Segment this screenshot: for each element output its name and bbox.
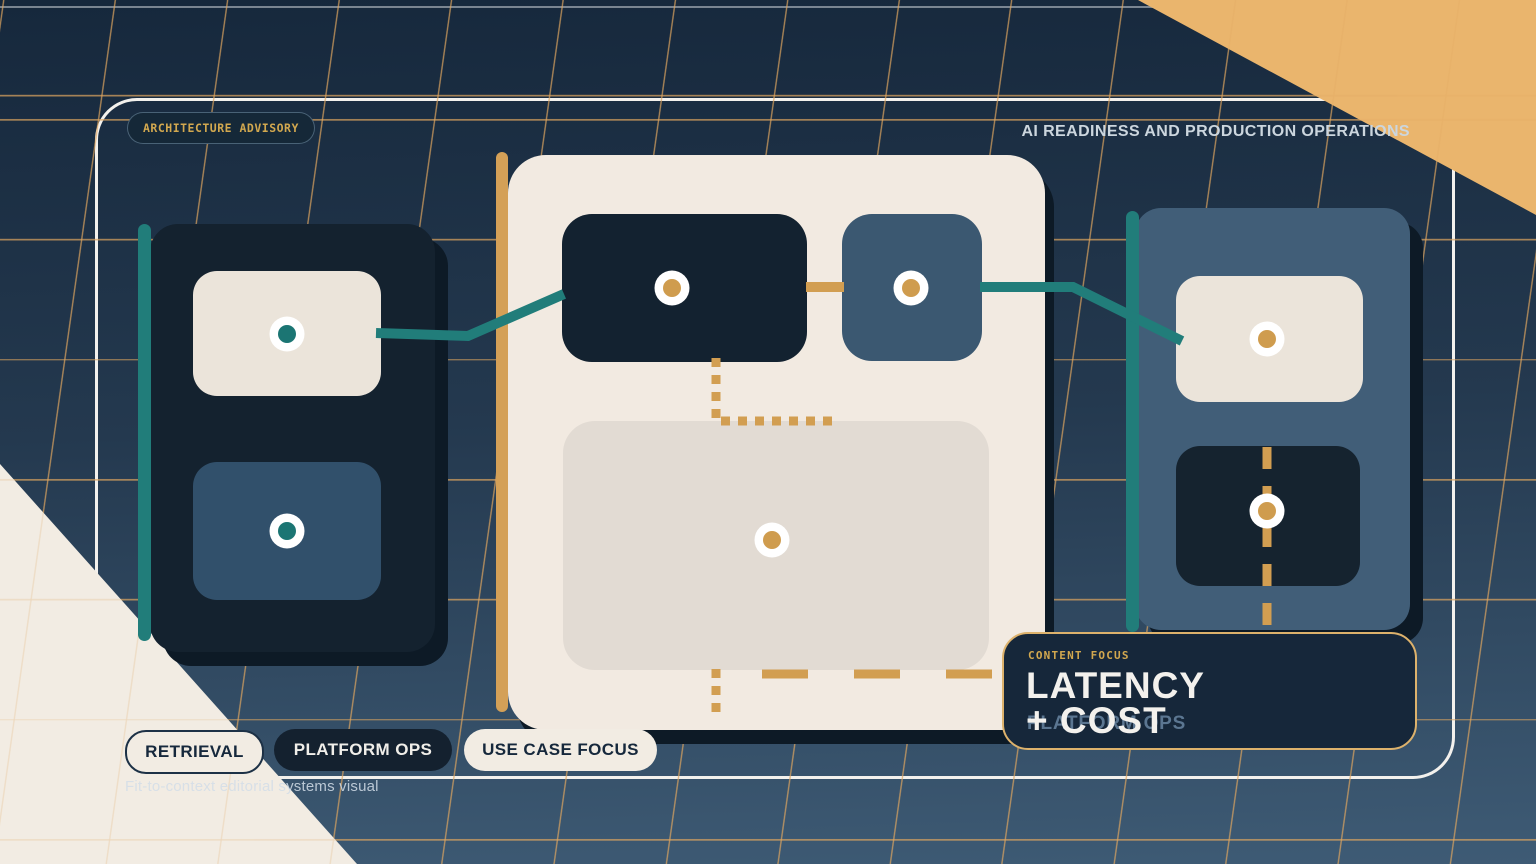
center-navy-node — [562, 214, 807, 362]
right-teal-accent-bar — [1126, 211, 1139, 632]
center-slate-node — [842, 214, 982, 361]
left-card-slate-node — [193, 462, 381, 600]
chip-platform-ops[interactable]: PLATFORM OPS — [274, 729, 452, 771]
architecture-advisory-badge: ARCHITECTURE ADVISORY — [127, 112, 315, 144]
caption: Fit-to-context editorial systems visual — [125, 778, 379, 795]
chip-retrieval[interactable]: RETRIEVAL — [125, 730, 264, 774]
content-focus-line2: + COST — [1026, 700, 1167, 741]
center-gray-node — [563, 421, 989, 670]
left-stack-card — [150, 224, 435, 652]
content-focus-kicker: CONTENT FOCUS — [1028, 649, 1130, 662]
center-pipeline-panel — [508, 155, 1045, 730]
center-gold-accent-bar — [496, 152, 508, 712]
chip-use-case-focus[interactable]: USE CASE FOCUS — [464, 729, 657, 771]
content-focus-line1: LATENCY — [1026, 665, 1205, 706]
content-focus-card: CONTENT FOCUS LATENCY PLATFORM OPS + COS… — [1002, 632, 1417, 750]
right-stack-card — [1135, 208, 1410, 630]
left-card-cream-node — [193, 271, 381, 396]
left-teal-accent-bar — [138, 224, 151, 641]
right-card-cream-node — [1176, 276, 1363, 402]
right-card-navy-node — [1176, 446, 1360, 586]
page-title: AI READINESS AND PRODUCTION OPERATIONS — [1021, 123, 1410, 140]
